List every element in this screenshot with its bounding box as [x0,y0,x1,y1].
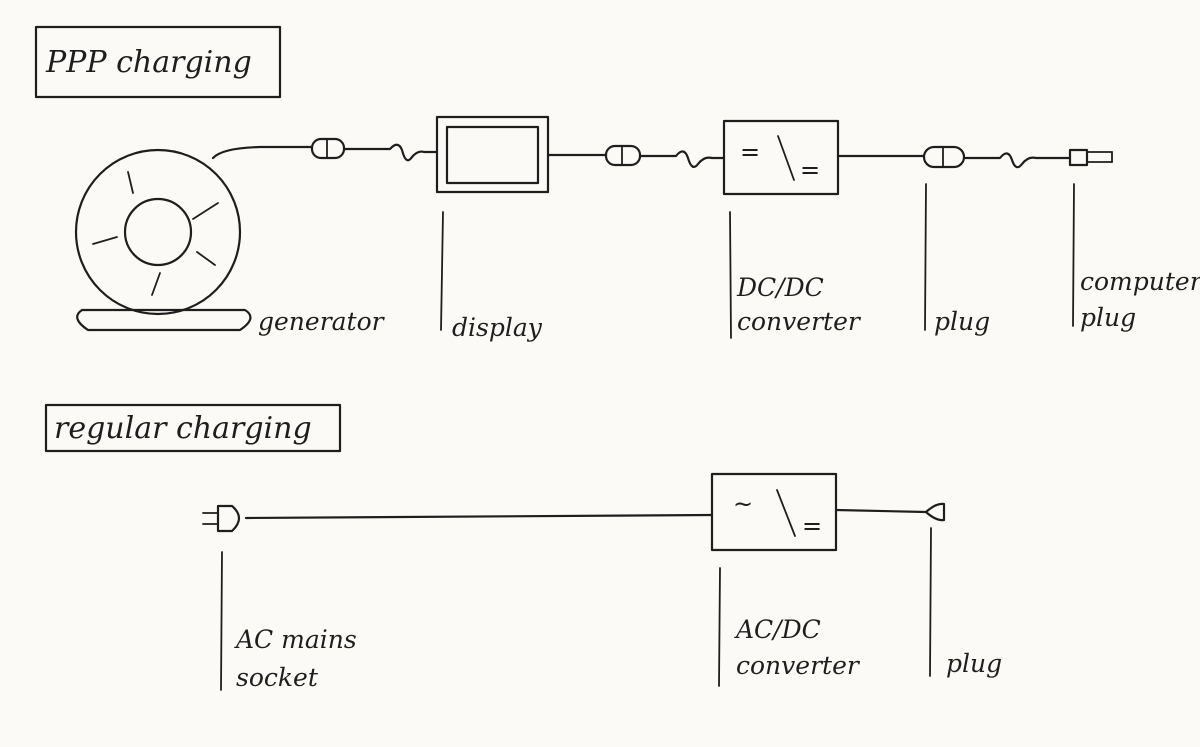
ppp-plug-leader-line [924,183,927,331]
display-label: display [452,313,543,342]
ac-dc-converter-icon: ~ = [710,472,838,552]
ppp-title-box: PPP charging [34,25,282,99]
display-leader-line [440,211,444,331]
ac-mains-plug-icon [202,504,241,533]
ac-converter-label-line1: AC/DC [734,615,821,644]
dc-input-symbol: = [740,138,760,166]
ac-output-symbol: = [802,512,822,540]
wire-socket-converter [244,513,714,520]
dc-output-symbol: = [800,156,820,184]
socket-label-line1: AC mains [234,625,357,654]
regular-title-box: regular charging [44,403,342,453]
computer-plug-icon [1068,148,1113,167]
ac-input-symbol: ~ [733,490,753,518]
generator-label: generator [258,307,386,336]
ppp-plug-label: plug [934,307,990,336]
ppp-plug-icon [922,145,966,169]
computer-plug-label-line1: computer [1080,267,1200,296]
regular-plug-leader-line [929,527,932,677]
regular-plug-icon [924,502,946,522]
generator-icon [74,145,314,332]
connector-1-icon [310,137,346,160]
ppp-title: PPP charging [45,45,252,80]
computer-plug-label-line2: plug [1080,303,1136,332]
socket-label-line2: socket [236,663,319,692]
wire-connector2-converter [638,150,726,168]
display-icon [435,115,550,194]
dc-converter-leader-line [729,211,732,339]
ac-converter-label-line2: converter [736,651,861,680]
ac-converter-leader-line [718,567,721,687]
dc-converter-label-line1: DC/DC [736,273,824,302]
socket-leader-line [220,551,223,691]
computer-plug-leader-line [1072,183,1075,327]
regular-plug-label: plug [946,649,1002,678]
wire-converter-output-plug [834,508,928,514]
regular-title: regular charging [54,411,312,446]
dc-dc-converter-icon: = = [722,119,840,196]
wire-plug-computer-plug [962,152,1072,169]
dc-converter-label-line2: converter [737,307,862,336]
connector-2-icon [604,144,642,167]
wire-connector1-display [342,143,438,162]
